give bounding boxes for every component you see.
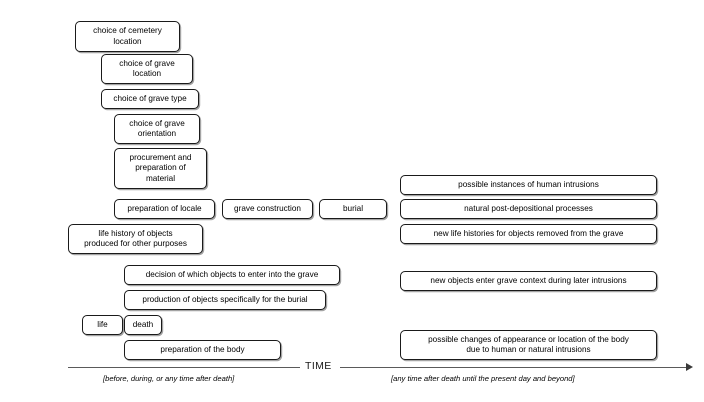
process-box-life[interactable]: life [82,315,123,335]
timeline-arrow-icon [686,363,693,371]
process-box-new-objects-enter-grave-context[interactable]: new objects enter grave context during l… [400,271,657,291]
timeline-axis-label: TIME [302,360,335,372]
process-box-death[interactable]: death [124,315,162,335]
process-box-label: grave construction [234,203,301,213]
process-box-label: choice of grave location [119,58,175,78]
process-box-choice-of-cemetery-location[interactable]: choice of cemetery location [75,21,180,52]
process-box-label: possible changes of appearance or locati… [428,334,629,354]
process-box-preparation-of-the-body[interactable]: preparation of the body [124,340,281,360]
process-box-label: new objects enter grave context during l… [430,275,627,285]
process-box-label: natural post-depositional processes [464,203,593,213]
process-box-life-history-of-objects[interactable]: life history of objects produced for oth… [68,224,203,254]
process-box-label: choice of grave orientation [129,118,185,138]
process-box-label: life history of objects produced for oth… [84,228,187,248]
process-box-production-of-objects[interactable]: production of objects specifically for t… [124,290,326,310]
process-box-new-life-histories-for-objects[interactable]: new life histories for objects removed f… [400,224,657,244]
process-box-label: new life histories for objects removed f… [433,228,624,238]
process-box-label: decision of which objects to enter into … [145,269,319,279]
process-box-label: choice of grave type [113,93,187,103]
process-box-burial[interactable]: burial [319,199,387,219]
process-box-possible-instances-of-human-intrusions[interactable]: possible instances of human intrusions [400,175,657,195]
process-box-label: burial [342,203,364,213]
process-box-label: possible instances of human intrusions [458,179,599,189]
process-box-label: production of objects specifically for t… [142,294,308,304]
timeline-axis-left-segment [68,367,300,368]
process-box-label: procurement and preparation of material [129,153,192,183]
process-box-label: choice of cemetery location [93,26,162,46]
timeline-axis-right-segment [340,367,690,368]
process-box-grave-construction[interactable]: grave construction [222,199,313,219]
process-box-label: life [97,319,108,329]
process-box-decision-of-which-objects[interactable]: decision of which objects to enter into … [124,265,340,285]
process-box-preparation-of-locale[interactable]: preparation of locale [114,199,215,219]
process-box-label: death [132,319,154,329]
process-box-procurement-and-preparation-of-material[interactable]: procurement and preparation of material [114,148,207,189]
caption-left: [before, during, or any time after death… [103,374,235,383]
process-box-label: preparation of locale [127,203,202,213]
process-box-natural-post-depositional-processes[interactable]: natural post-depositional processes [400,199,657,219]
process-box-choice-of-grave-type[interactable]: choice of grave type [101,89,199,109]
caption-right: [any time after death until the present … [391,374,575,383]
process-box-label: preparation of the body [160,344,245,354]
process-box-possible-changes-of-appearance[interactable]: possible changes of appearance or locati… [400,330,657,360]
process-box-choice-of-grave-location[interactable]: choice of grave location [101,54,193,84]
process-box-choice-of-grave-orientation[interactable]: choice of grave orientation [114,114,200,144]
